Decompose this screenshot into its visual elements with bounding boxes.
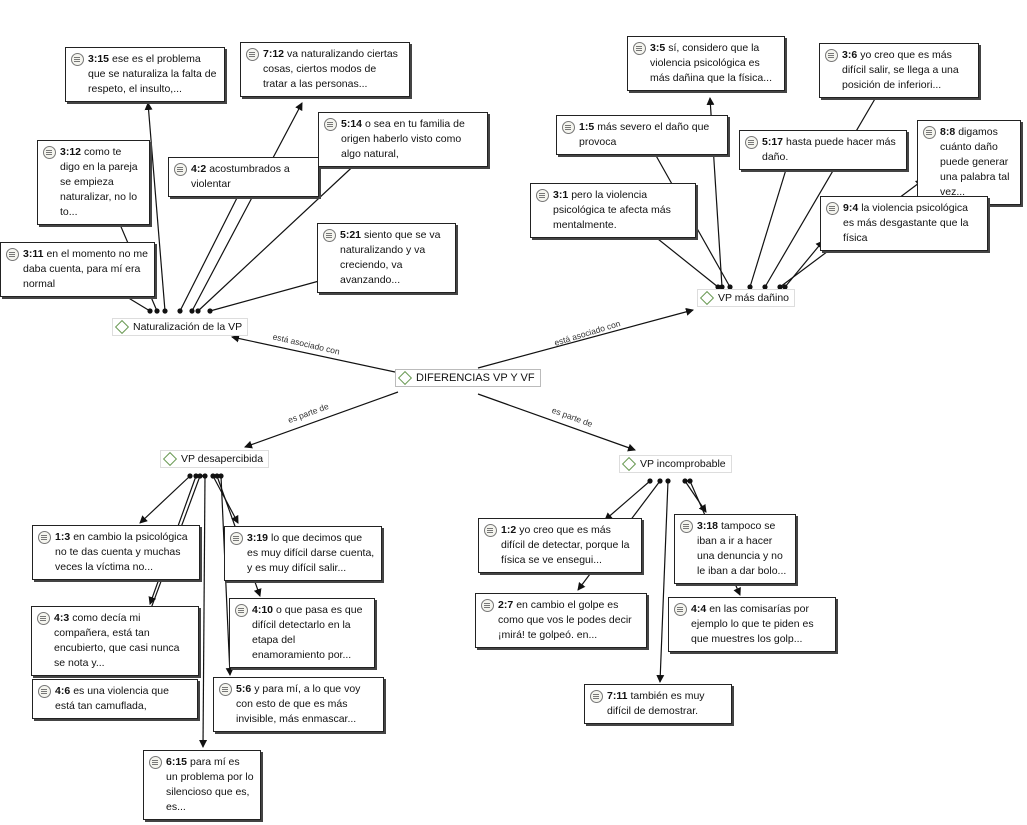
link-nat-5-14 xyxy=(197,157,363,312)
document-icon xyxy=(38,531,51,544)
document-icon xyxy=(484,524,497,537)
document-icon xyxy=(536,189,549,202)
link-dan-3-6 xyxy=(764,91,880,288)
link-nat-5-21 xyxy=(209,275,331,312)
link-nat-4-2 xyxy=(179,185,244,312)
code-diamond-icon xyxy=(114,319,130,335)
document-icon xyxy=(174,163,187,176)
code-diferencias-vp-vf[interactable]: DIFERENCIAS VP Y VF xyxy=(395,369,541,387)
document-icon xyxy=(6,248,19,261)
document-icon xyxy=(71,53,84,66)
document-icon xyxy=(562,121,575,134)
link-inc-1-2 xyxy=(604,480,651,521)
link-dan-5-17 xyxy=(749,162,790,288)
link-central-naturalizacion xyxy=(231,334,396,373)
document-icon xyxy=(323,229,336,242)
code-label: VP más dañino xyxy=(718,292,790,304)
document-icon xyxy=(680,520,693,533)
code-label: Naturalización de la VP xyxy=(133,321,243,333)
code-diamond-icon xyxy=(397,370,413,386)
document-icon xyxy=(590,690,603,703)
document-icon xyxy=(37,612,50,625)
link-des-1-3 xyxy=(139,475,191,524)
code-diamond-icon xyxy=(621,456,637,472)
link-inc-3-18 xyxy=(684,480,707,513)
code-desapercibida[interactable]: VP desapercibida xyxy=(160,450,270,468)
code-label: VP incomprobable xyxy=(640,458,726,470)
document-icon xyxy=(38,685,51,698)
document-icon xyxy=(745,136,758,149)
document-icon xyxy=(826,202,839,215)
document-icon xyxy=(481,599,494,612)
document-icon xyxy=(674,603,687,616)
link-inc-7-11 xyxy=(656,480,669,683)
link-nat-7-12 xyxy=(191,102,303,312)
link-des-6-15 xyxy=(199,475,208,748)
code-label: VP desapercibida xyxy=(181,453,264,465)
code-incomprobable[interactable]: VP incomprobable xyxy=(619,455,732,473)
document-icon xyxy=(923,126,936,139)
link-nat-3-15 xyxy=(144,102,166,312)
document-icon xyxy=(230,532,243,545)
code-diamond-icon xyxy=(699,290,715,306)
document-icon xyxy=(324,118,337,131)
document-icon xyxy=(246,48,259,61)
document-icon xyxy=(633,42,646,55)
document-icon xyxy=(825,49,838,62)
document-icon xyxy=(235,604,248,617)
document-icon xyxy=(43,146,56,159)
link-dan-9-4 xyxy=(784,240,824,288)
code-naturalizacion[interactable]: Naturalización de la VP xyxy=(112,318,249,336)
document-icon xyxy=(149,756,162,769)
document-icon xyxy=(219,683,232,696)
link-central-desapercibida xyxy=(244,391,399,449)
link-central-incomprobable xyxy=(477,393,636,452)
link-central-mas-danino xyxy=(477,307,694,369)
code-label: DIFERENCIAS VP Y VF xyxy=(416,372,535,384)
code-diamond-icon xyxy=(162,451,178,467)
code-mas-danino[interactable]: VP más dañino xyxy=(697,289,796,307)
link-dan-3-1 xyxy=(647,230,719,288)
